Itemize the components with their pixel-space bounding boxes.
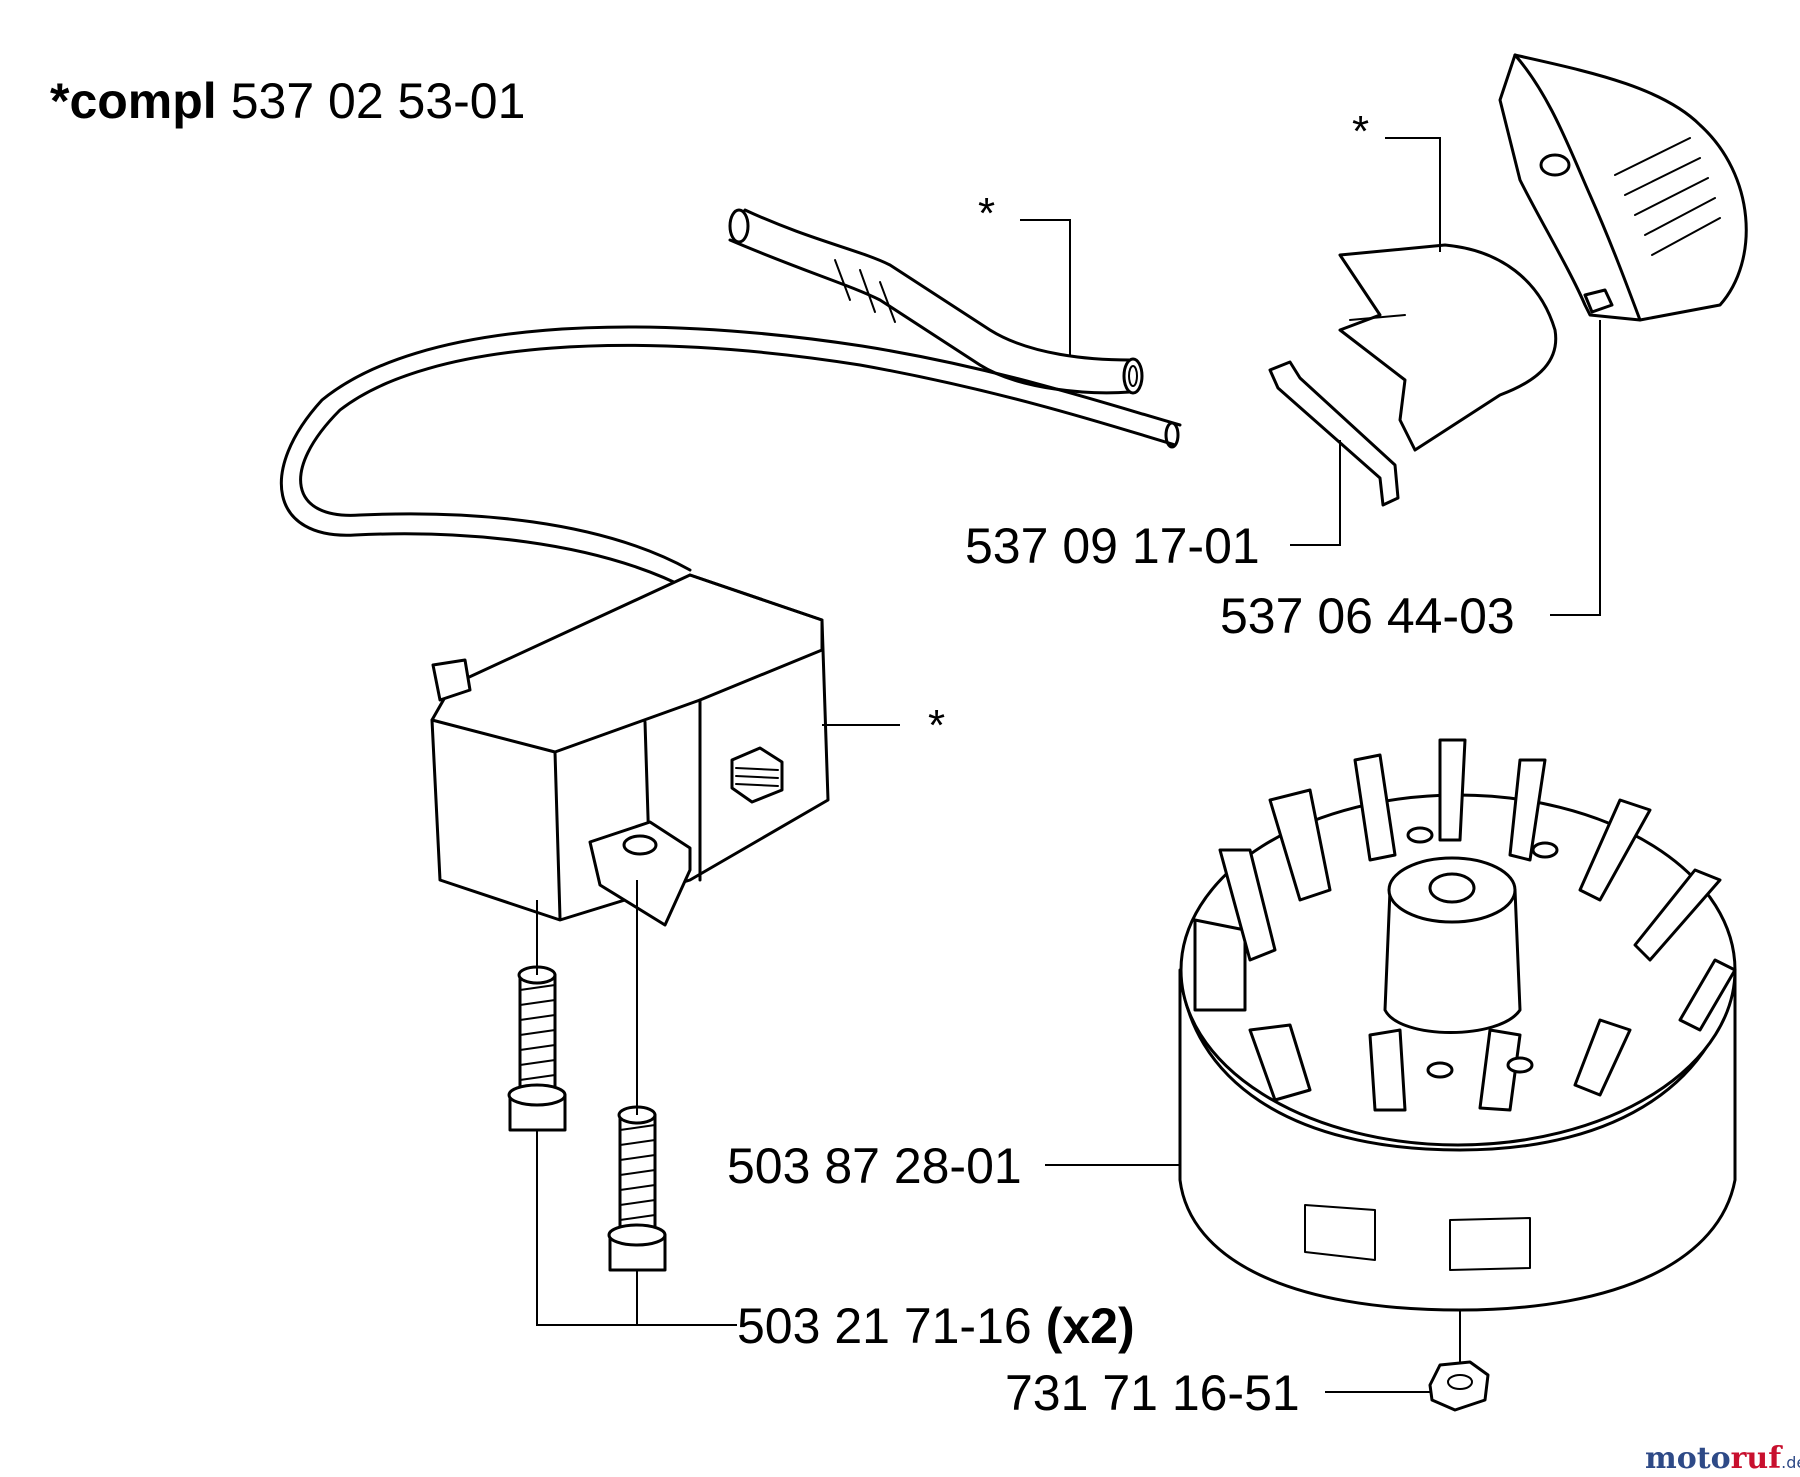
watermark-suffix: .de [1781,1453,1800,1472]
deflector-drawing [1268,243,1558,507]
assembly-part-number: 537 02 53-01 [231,73,526,129]
watermark-logo: motoruf.de [1645,1441,1800,1476]
screws-drawing [507,965,667,1272]
flywheel-drawing [1178,738,1737,1312]
part-label-deflector: 537 09 17-01 [965,518,1260,574]
watermark-part2: ruf [1731,1441,1784,1476]
asterisk-marker-deflector: * [1352,107,1369,156]
part-label-screw-qty: (x2) [1046,1298,1135,1354]
ignition-coil-drawing [279,208,1182,927]
asterisk-marker-tube: * [978,189,995,238]
watermark-part1: moto [1645,1441,1731,1476]
part-label-screw-number: 503 21 71-16 [737,1298,1032,1354]
assembly-title-prefix: *compl [50,73,217,129]
nut-drawing [1428,1360,1490,1412]
leader-lines [536,137,1601,1393]
asterisk-marker-coil: * [928,701,945,750]
part-label-cover: 537 06 44-03 [1220,588,1515,644]
part-label-screw: 503 21 71-16(x2) [737,1298,1135,1354]
part-label-nut: 731 71 16-51 [1005,1365,1300,1421]
cover-drawing [1498,53,1748,322]
part-label-flywheel: 503 87 28-01 [727,1138,1022,1194]
